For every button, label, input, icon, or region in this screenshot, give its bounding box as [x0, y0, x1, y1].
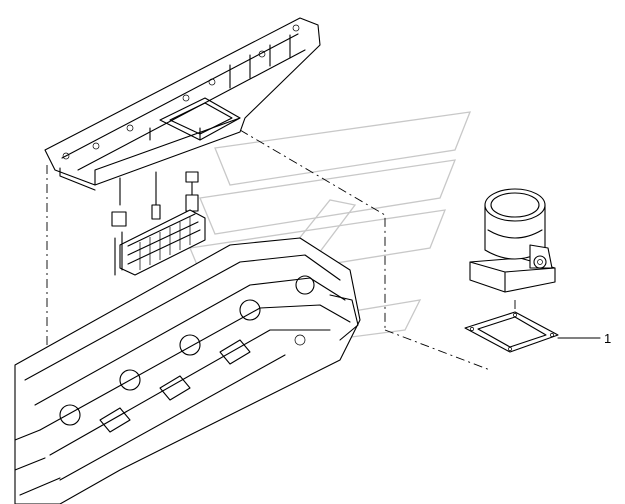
assembly-lines — [46, 129, 516, 371]
manifold-cover — [44, 17, 321, 191]
callout-label-1: 1 — [604, 331, 612, 346]
watermark-logo — [189, 111, 472, 346]
intake-elbow — [469, 188, 556, 293]
bolts — [111, 171, 199, 227]
gasket-part-1 — [464, 311, 559, 353]
heater-element — [114, 209, 206, 276]
cylinder-head — [14, 237, 361, 504]
